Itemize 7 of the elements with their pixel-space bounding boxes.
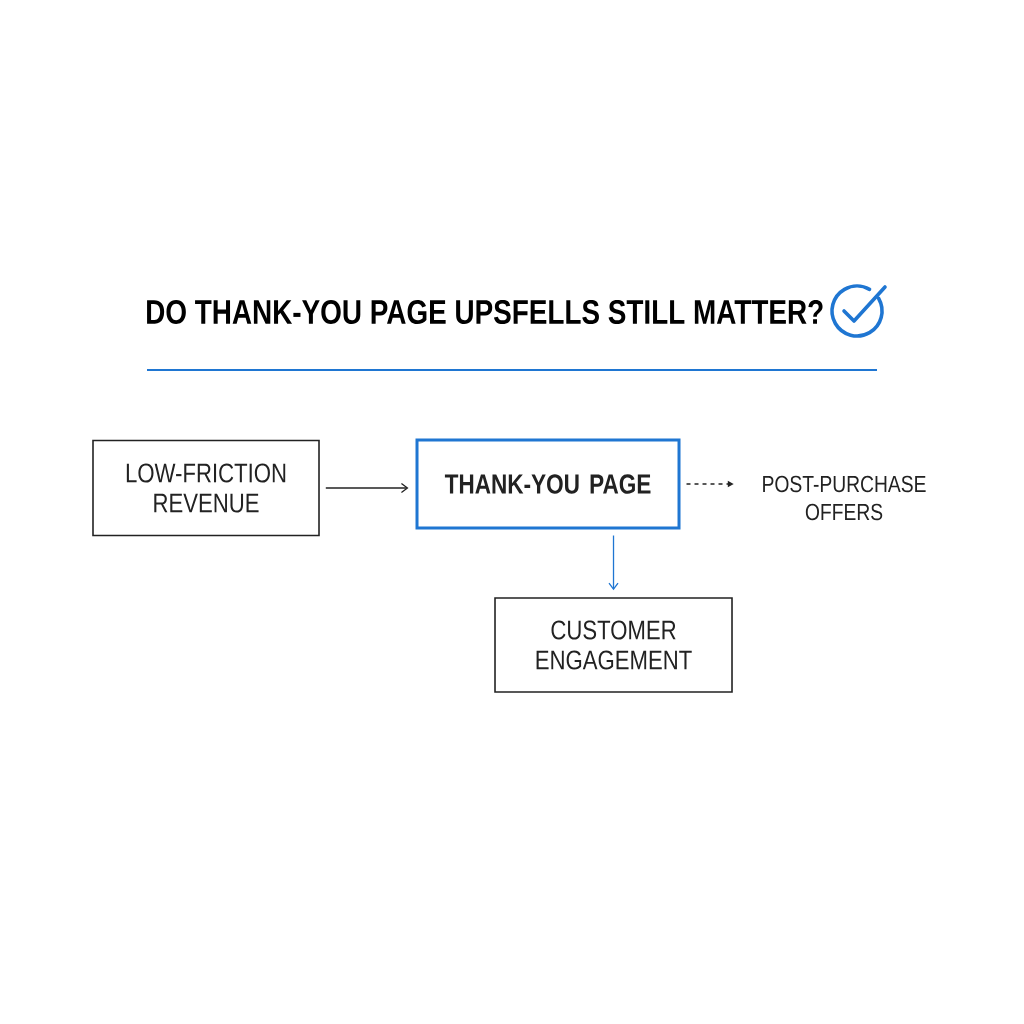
title: DO THANK-YOU PAGE UPSFELLS STILL MATTER? (147, 299, 823, 325)
process-box: LOW-FRICTION REVENUE (92, 439, 320, 537)
arrow (608, 534, 619, 591)
process-box: THANK-YOU PAGE (415, 438, 681, 530)
process-box: CUSTOMER ENGAGEMENT (494, 597, 733, 693)
arrow (325, 482, 409, 494)
outcome-text: POST-PURCHASE OFFERS (763, 475, 926, 521)
